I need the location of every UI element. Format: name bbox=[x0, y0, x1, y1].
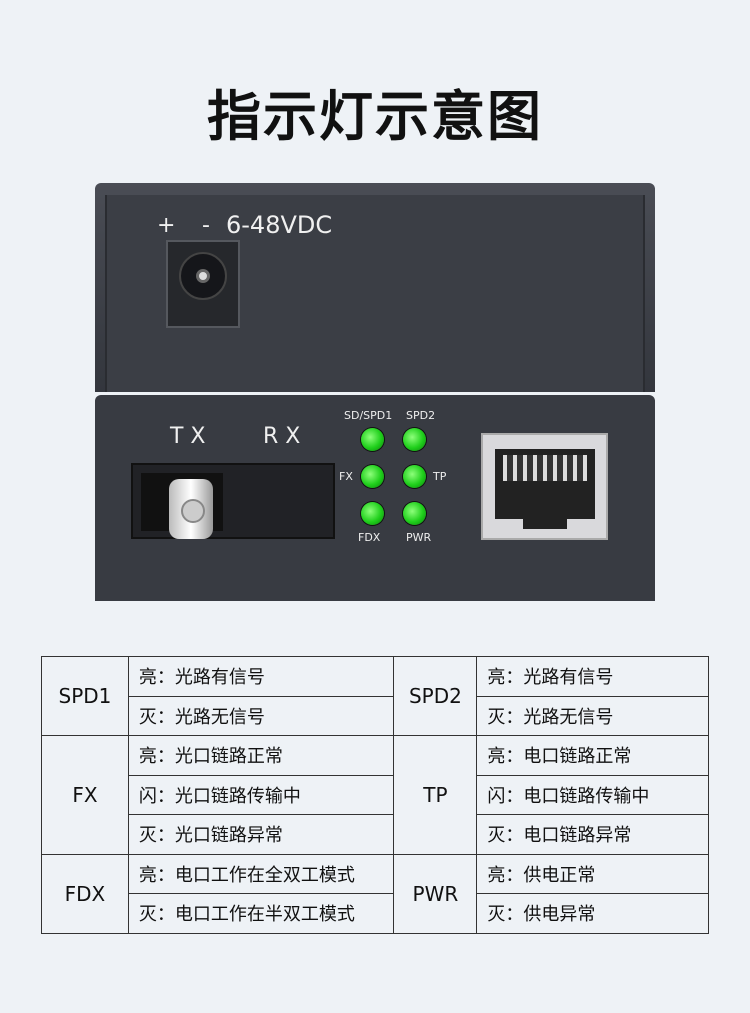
status-cell: 灭：电口链路异常 bbox=[476, 814, 709, 855]
led-spd1 bbox=[361, 428, 384, 451]
led-label-spd2: SPD2 bbox=[406, 409, 436, 422]
page-title: 指示灯示意图 bbox=[207, 85, 543, 148]
status-cell: 亮：电口链路正常 bbox=[476, 735, 709, 776]
led-label-spd1: SD/SPD1 bbox=[344, 409, 393, 422]
led-name: SPD1 bbox=[41, 656, 129, 736]
led-name: FDX bbox=[41, 853, 129, 934]
led-fdx bbox=[361, 502, 384, 525]
sc-fiber-port bbox=[131, 463, 335, 539]
rj45-port bbox=[481, 433, 608, 540]
led-spd2 bbox=[403, 428, 426, 451]
led-label-tp: TP bbox=[433, 470, 447, 483]
dc-power-jack bbox=[166, 240, 240, 328]
led-pwr bbox=[403, 502, 426, 525]
led-label-fdx: FDX bbox=[358, 531, 381, 544]
plus-label: + bbox=[157, 213, 176, 238]
status-cell: 闪：光口链路传输中 bbox=[127, 774, 395, 815]
led-label-fx: FX bbox=[339, 470, 353, 483]
led-name: FX bbox=[41, 735, 129, 855]
led-fx bbox=[361, 465, 384, 488]
status-cell: 灭：电口工作在半双工模式 bbox=[127, 893, 395, 934]
led-label-pwr: PWR bbox=[406, 531, 432, 544]
status-cell: 亮：光路有信号 bbox=[127, 656, 395, 697]
led-name: PWR bbox=[393, 853, 478, 934]
led-tp bbox=[403, 465, 426, 488]
led-name: SPD2 bbox=[393, 656, 478, 736]
status-cell: 亮：电口工作在全双工模式 bbox=[127, 853, 395, 894]
voltage-label: 6-48VDC bbox=[226, 211, 333, 239]
status-cell: 灭：供电异常 bbox=[476, 893, 709, 934]
tx-label: T X bbox=[170, 424, 206, 449]
status-cell: 闪：电口链路传输中 bbox=[476, 774, 709, 815]
device-top-panel bbox=[95, 183, 655, 392]
status-cell: 灭：光路无信号 bbox=[476, 695, 709, 736]
led-name: TP bbox=[393, 735, 478, 855]
status-cell: 亮：供电正常 bbox=[476, 853, 709, 894]
status-cell: 亮：光口链路正常 bbox=[127, 735, 395, 776]
status-cell: 灭：光口链路异常 bbox=[127, 814, 395, 855]
status-cell: 亮：光路有信号 bbox=[476, 656, 709, 697]
minus-label: - bbox=[202, 213, 210, 238]
status-cell: 灭：光路无信号 bbox=[127, 695, 395, 736]
rx-label: R X bbox=[263, 424, 301, 449]
